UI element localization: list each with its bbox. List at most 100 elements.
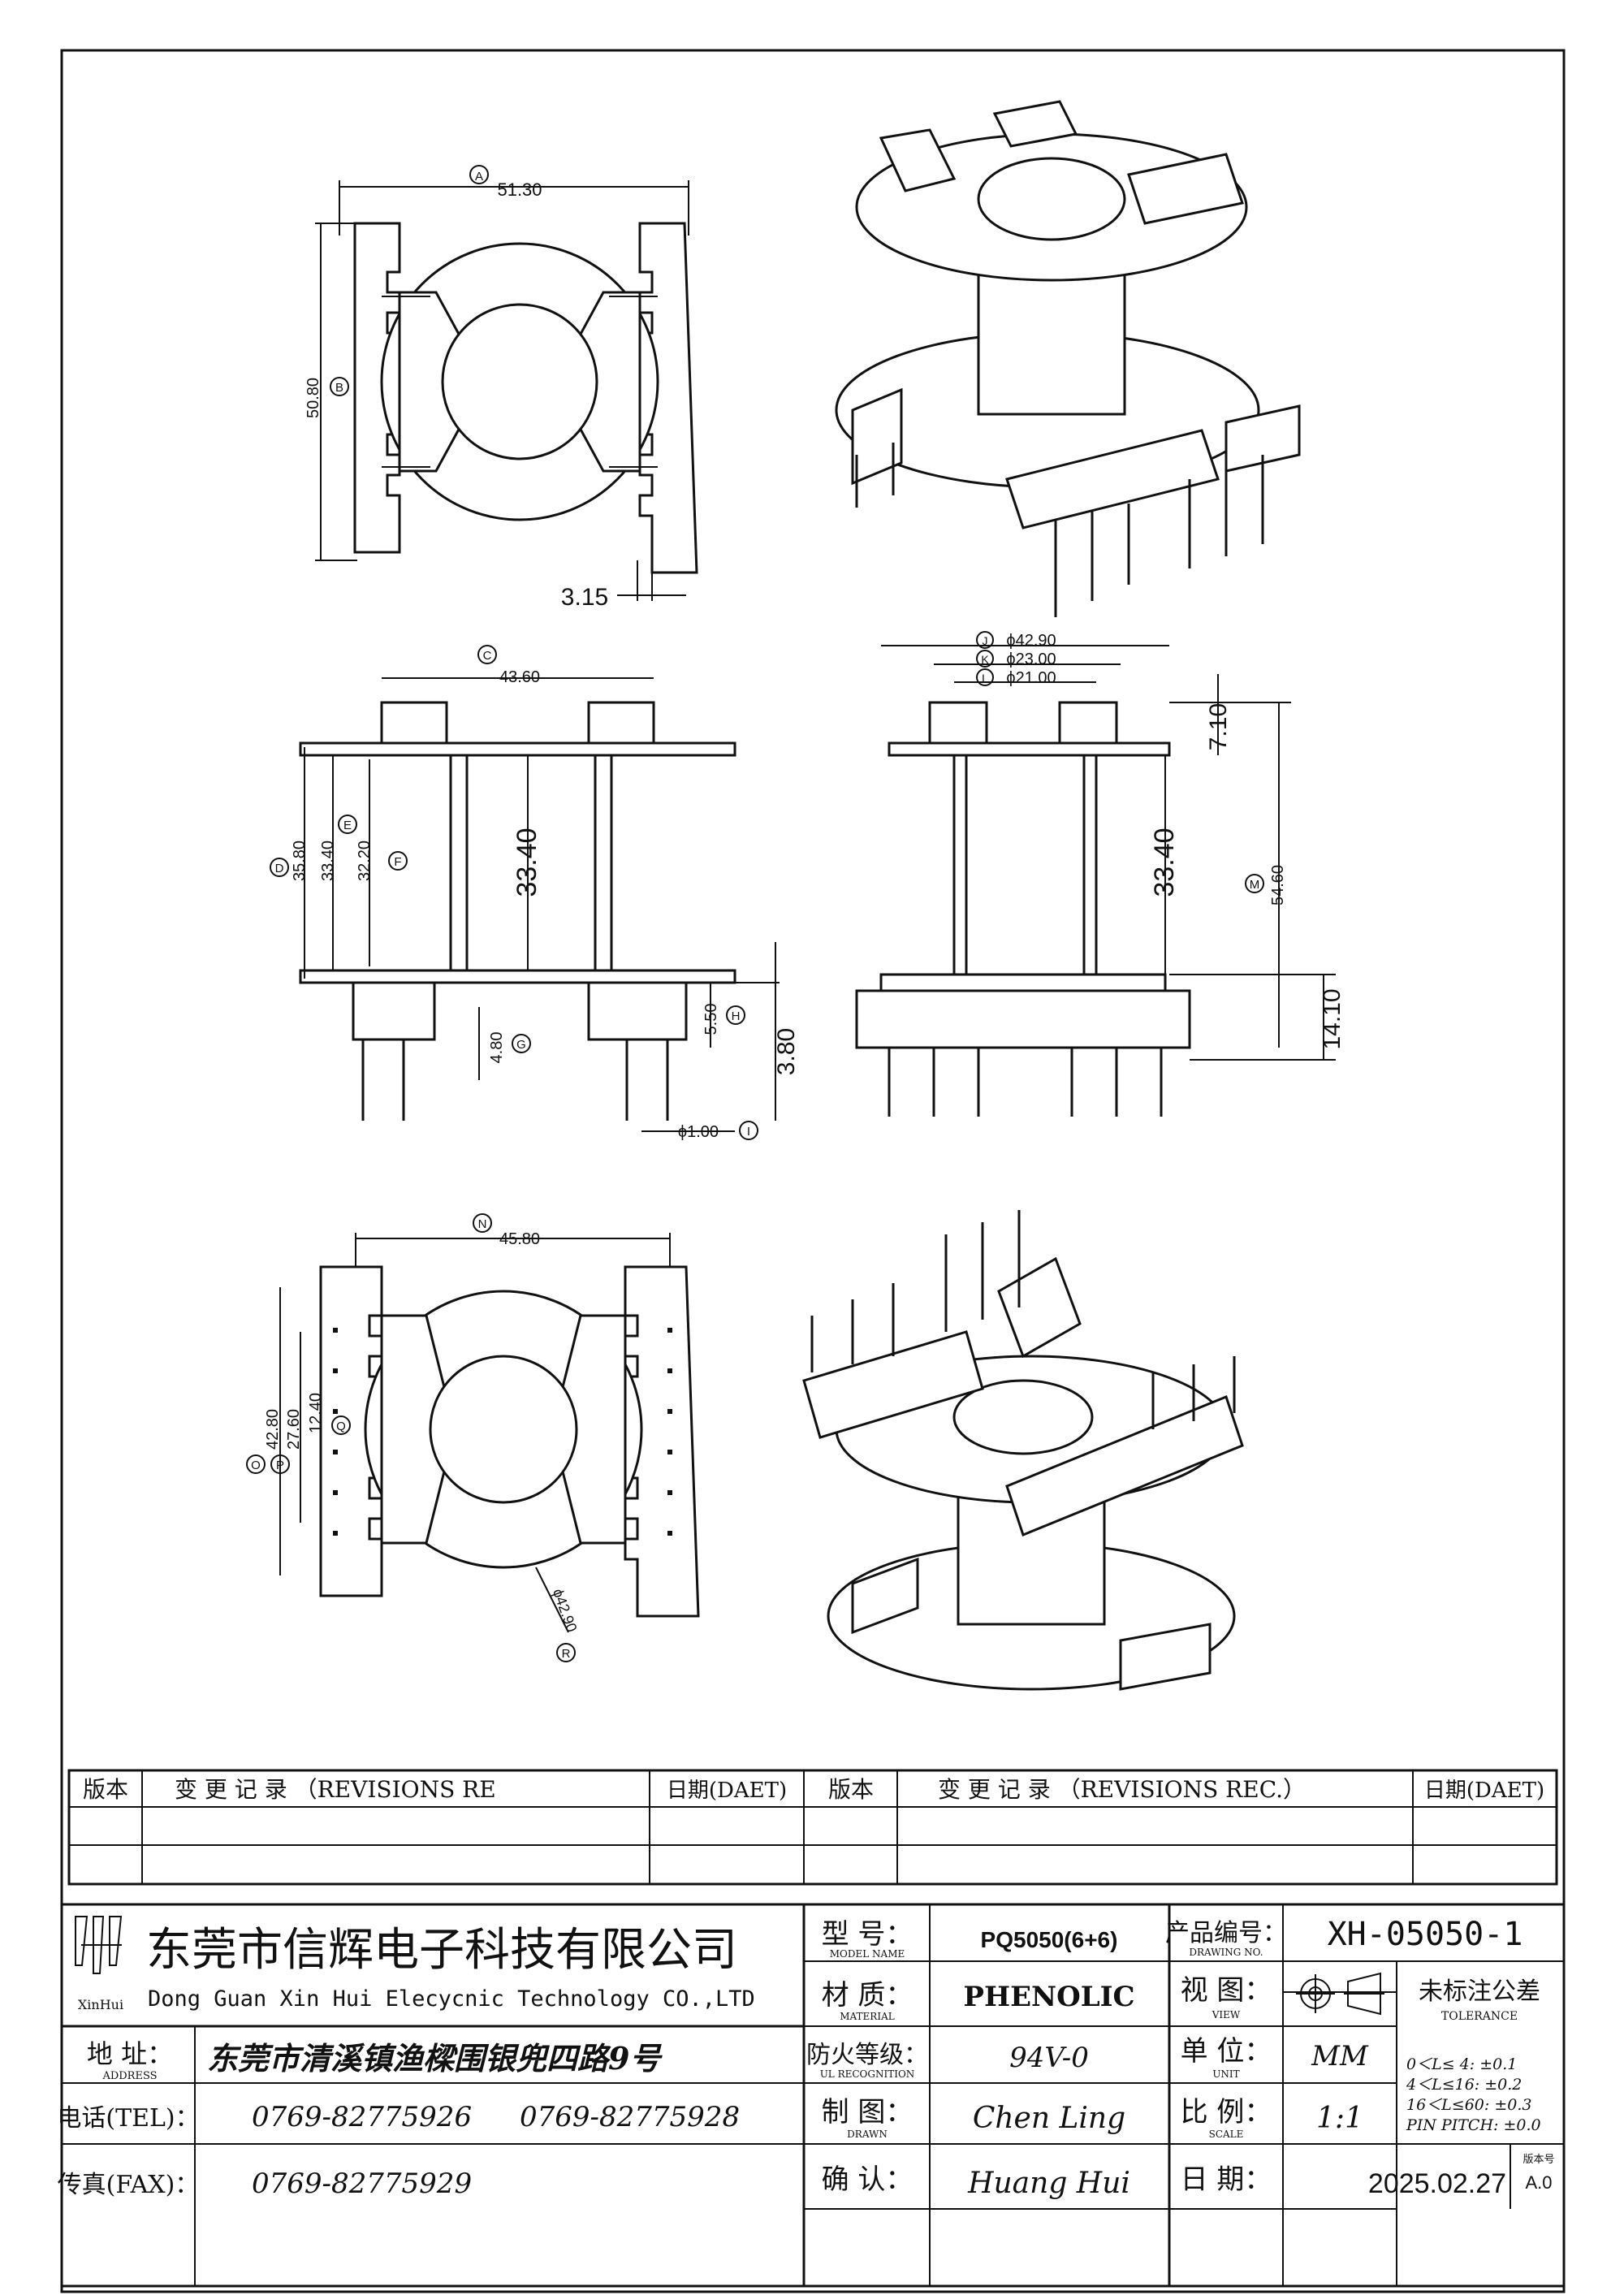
unit-value: MM	[1311, 2040, 1369, 2072]
dim-n-value: 45.80	[499, 1230, 540, 1248]
dim-p-value: 27.60	[285, 1409, 303, 1450]
material-label: 材 质：	[822, 1979, 914, 2012]
dim-a-value: 51.30	[497, 179, 542, 200]
dim-l-letter: L	[982, 672, 988, 685]
dim-o-value: 42.80	[264, 1409, 282, 1450]
projection-symbol-icon	[1296, 1972, 1384, 2016]
ul-label-en: UL RECOGNITION	[820, 2068, 915, 2080]
dim-j-letter: J	[983, 634, 988, 647]
dim-n-letter: N	[478, 1217, 487, 1231]
material-value: PHENOLIC	[963, 1981, 1134, 2013]
dim-a-letter: A	[475, 170, 483, 184]
dim-q-value: 12.40	[307, 1393, 325, 1433]
rev-col-record-2: 变 更 记 录 （REVISIONS REC.）	[938, 1776, 1306, 1803]
dim-slot-value: 3.15	[561, 584, 608, 611]
dim-g-value: 4.80	[488, 1032, 506, 1064]
dim-pin-length: 3.80	[773, 1028, 800, 1075]
dim-h-value: 5.50	[702, 1004, 720, 1035]
pn-value: XH-05050-1	[1328, 1916, 1523, 1953]
dim-j-value: ϕ42.90	[1006, 632, 1056, 650]
side-view: J K L ϕ42.90 ϕ23.00 ϕ21.00 7.10 33.40 54…	[855, 631, 1345, 1117]
dim-d-letter: D	[275, 862, 284, 875]
dim-h-letter: H	[732, 1009, 741, 1023]
company-logo	[75, 1916, 123, 1974]
tolerance-label-en: TOLERANCE	[1441, 2010, 1518, 2023]
model-label-en: MODEL NAME	[830, 1948, 905, 1960]
title-block: XinHui 东莞市信辉电子科技有限公司 Dong Guan Xin Hui E…	[57, 1903, 1566, 2288]
date-value: 2025.02.27	[1368, 2168, 1506, 2199]
view-label-en: VIEW	[1212, 2009, 1241, 2021]
unit-label-en: UNIT	[1212, 2068, 1239, 2080]
rev-col-version-2: 版本	[828, 1776, 874, 1803]
address-value: 东莞市清溪镇渔樑围银兜四路9号	[207, 2040, 663, 2077]
unit-label: 单 位：	[1181, 2035, 1272, 2068]
check-value: Huang Hui	[967, 2167, 1130, 2200]
dim-inner-height-side: 33.40	[1149, 828, 1180, 897]
date-label: 日 期：	[1181, 2163, 1272, 2196]
dim-g-letter: G	[516, 1038, 526, 1052]
top-plan-view: A 51.30 50.80 B 3.15	[304, 165, 698, 611]
rev-col-version: 版本	[83, 1776, 128, 1803]
address-label-en: ADDRESS	[102, 2070, 157, 2082]
dim-b-value: 50.80	[304, 378, 322, 418]
drawn-value: Chen Ling	[973, 2102, 1125, 2135]
version-value: A.0	[1525, 2172, 1552, 2193]
dim-top-height: 7.10	[1205, 703, 1232, 750]
company-name-cn: 东莞市信辉电子科技有限公司	[146, 1924, 737, 1977]
logo-text: XinHui	[78, 1997, 123, 2012]
dim-k-letter: K	[981, 653, 989, 666]
bottom-plan-view: N 45.80 42.80 27.60 12.40 O P Q ϕ42.90 R	[246, 1213, 700, 1662]
dim-inner-height: 33.40	[512, 828, 542, 897]
scale-label: 比 例：	[1181, 2096, 1272, 2129]
dim-m-value: 54.60	[1269, 865, 1287, 905]
dim-m-letter: M	[1250, 878, 1260, 892]
tel-2: 0769-82775928	[520, 2101, 740, 2133]
isometric-view-lower	[802, 1210, 1244, 1691]
dim-o-letter: O	[251, 1459, 261, 1472]
view-label: 视 图：	[1181, 1974, 1272, 2007]
dim-r-letter: R	[562, 1647, 571, 1661]
dim-k-value: ϕ23.00	[1006, 650, 1056, 668]
revisions-table: 版本 变 更 记 录 （REVISIONS RE 日期(DAET) 版本 变 更…	[67, 1769, 1558, 1886]
dim-p-letter: P	[276, 1459, 284, 1472]
dim-f-letter: F	[394, 855, 401, 869]
ul-label: 防火等级：	[806, 2041, 928, 2069]
dim-bottom-height: 14.10	[1319, 988, 1345, 1049]
fax-label: 传真(FAX)：	[58, 2171, 200, 2199]
version-label: 版本号	[1522, 2154, 1554, 2166]
tolerance-row-1: 0＜L≤ 4: ±0.1	[1406, 2055, 1517, 2073]
dim-e-letter: E	[343, 819, 352, 832]
ul-value: 94V-0	[1009, 2042, 1089, 2074]
model-value: PQ5050(6+6)	[981, 1927, 1118, 1952]
dim-i-value: ϕ1.00	[678, 1123, 719, 1141]
drawn-label: 制 图：	[822, 2096, 914, 2129]
tolerance-row-2: 4＜L≤16: ±0.2	[1406, 2076, 1522, 2094]
scale-label-en: SCALE	[1209, 2129, 1244, 2140]
drawn-label-en: DRAWN	[847, 2129, 888, 2140]
dim-b-letter: B	[335, 381, 343, 395]
pn-label-en: DRAWING NO.	[1189, 1947, 1263, 1958]
address-label: 地 址：	[87, 2038, 173, 2069]
dim-l-value: ϕ21.00	[1006, 669, 1056, 687]
dim-c-letter: C	[483, 649, 492, 663]
dim-e-value: 33.40	[319, 841, 337, 881]
dim-c-value: 43.60	[499, 668, 540, 686]
front-view: C 43.60 35.80 33.40 32.20 D E F 33.40 4.…	[270, 645, 800, 1141]
tolerance-label: 未标注公差	[1419, 1977, 1540, 2006]
pn-label: 产品编号：	[1165, 1919, 1287, 1947]
rev-col-record: 变 更 记 录 （REVISIONS RE	[175, 1776, 496, 1803]
isometric-view-upper	[835, 100, 1301, 617]
dim-q-letter: Q	[336, 1420, 346, 1433]
check-label: 确 认：	[822, 2163, 914, 2196]
dim-r-value: ϕ42.90	[550, 1587, 581, 1635]
rev-col-date: 日期(DAET)	[667, 1779, 787, 1803]
company-name-en: Dong Guan Xin Hui Elecycnic Technology C…	[148, 1986, 755, 2012]
scale-value: 1:1	[1316, 2102, 1363, 2135]
tel-1: 0769-82775926	[252, 2101, 472, 2133]
material-label-en: MATERIAL	[840, 2011, 895, 2022]
sheet-frame	[60, 49, 1566, 2293]
tolerance-row-4: PIN PITCH: ±0.0	[1406, 2116, 1541, 2134]
tel-label: 电话(TEL)：	[57, 2104, 199, 2133]
rev-col-date-2: 日期(DAET)	[1424, 1779, 1544, 1803]
